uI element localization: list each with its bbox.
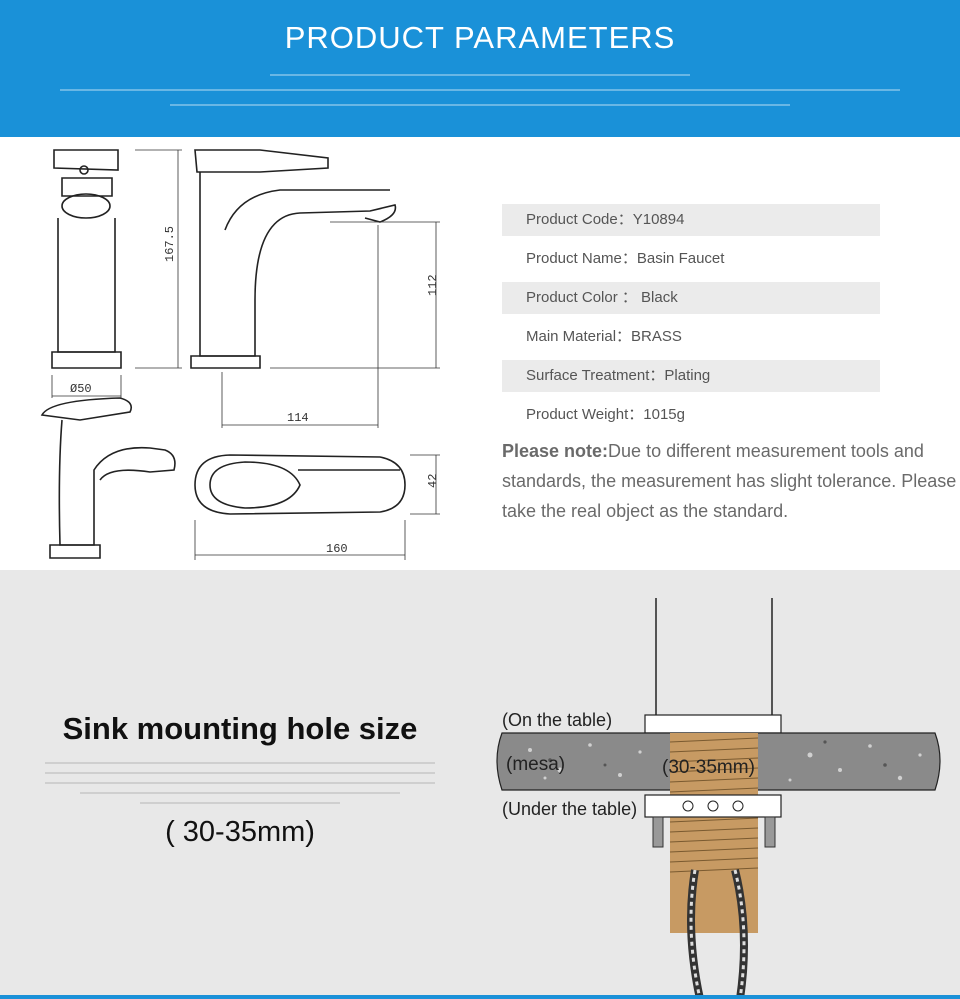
spec-row: Product Code：Y10894	[502, 204, 880, 236]
bottom-accent-line	[0, 995, 960, 999]
label-hole-size: (30-35mm)	[662, 757, 755, 778]
spec-list: Product Code：Y10894 Product Name：Basin F…	[502, 204, 880, 438]
side-view	[51, 149, 122, 369]
page-title: PRODUCT PARAMETERS	[284, 20, 676, 55]
top-view	[194, 454, 406, 515]
spec-row: Main Material：BRASS	[526, 328, 682, 345]
header-banner: PRODUCT PARAMETERS	[0, 0, 960, 137]
dim-spout-height: 112	[426, 274, 440, 296]
dim-top-length: 160	[326, 542, 348, 556]
mounting-section: Sink mounting hole size ( 30-35mm)	[0, 570, 960, 999]
dim-base: Ø50	[70, 382, 92, 396]
mounting-title: Sink mounting hole size	[62, 711, 418, 746]
mounting-size: ( 30-35mm)	[165, 816, 315, 848]
sink-mounting-diagram: (On the table) (mesa) (30-35mm) (Under t…	[496, 598, 941, 999]
faucet-technical-drawing: 167.5 Ø50 112 114 42 160	[40, 149, 440, 560]
dim-height: 167.5	[163, 226, 177, 262]
perspective-view	[40, 397, 176, 559]
dim-reach: 114	[287, 411, 309, 425]
decorative-text-lines	[45, 762, 435, 804]
decorative-text-lines	[60, 70, 900, 106]
front-view	[190, 149, 397, 369]
label-mesa: (mesa)	[506, 754, 565, 775]
note-label: Please note:	[502, 441, 609, 461]
dim-top-width: 42	[426, 474, 440, 488]
spec-row: Product Name：Basin Faucet	[526, 250, 725, 267]
spec-row: Product Weight：1015g	[526, 406, 685, 423]
label-on-table: (On the table)	[502, 710, 612, 730]
note-text: Due to different measurement tools and s…	[502, 441, 957, 521]
spec-row: Product Color ： Black	[502, 282, 880, 314]
label-under-table: (Under the table)	[502, 799, 637, 819]
spec-row: Surface Treatment：Plating	[502, 360, 880, 392]
tolerance-note: Please note:Due to different measurement…	[502, 436, 957, 526]
